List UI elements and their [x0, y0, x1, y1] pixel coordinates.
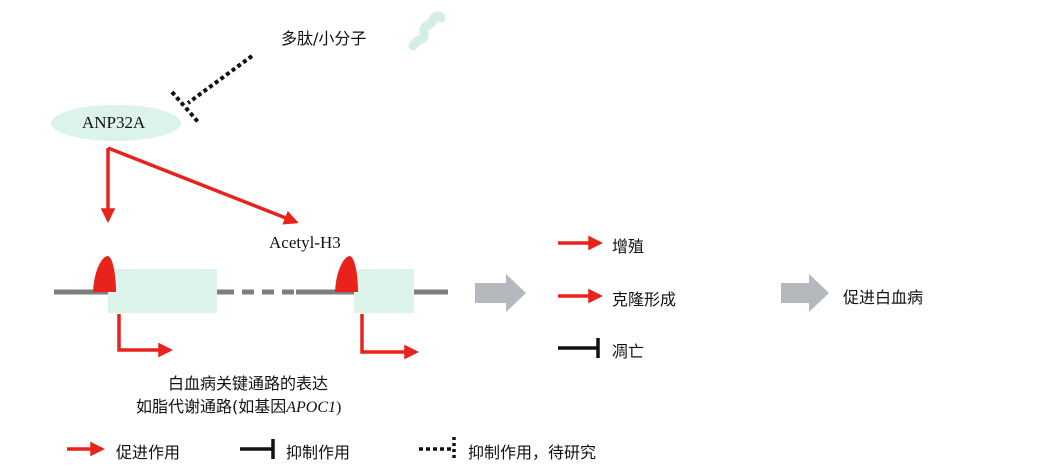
legend-inhibit-tbd-icon — [419, 437, 456, 461]
outcome-apoptosis: 凋亡 — [612, 342, 645, 361]
anp32a-node — [51, 105, 181, 141]
legend-inhibit-label: 抑制作用 — [286, 443, 351, 462]
outcome-colony-formation: 克隆形成 — [612, 290, 677, 309]
gene-box-1 — [108, 269, 217, 313]
peptide-molecule-icon — [408, 11, 446, 51]
expression-line-2-suffix: ) — [336, 399, 342, 416]
acetyl-mark-1 — [93, 256, 116, 292]
gray-arrow-to-leukemia — [781, 274, 829, 312]
legend-promote-label: 促进作用 — [116, 443, 181, 462]
acetyl-h3-label: Acetyl-H3 — [269, 233, 341, 252]
expression-line-1: 白血病关键通路的表达 — [168, 374, 329, 393]
gene-apoc1: APOC1 — [286, 399, 337, 416]
transcription-arrows — [117, 314, 419, 360]
inhibit-bar-apoptosis — [558, 338, 600, 358]
gray-arrow-to-outcomes — [475, 274, 526, 312]
expression-line-2: 如脂代谢通路(如基因APOC1) — [136, 393, 341, 417]
peptide-label: 多肽/小分子 — [281, 29, 367, 48]
legend-inhibit-icon — [240, 439, 275, 459]
gene-box-2 — [354, 269, 414, 313]
legend-inhibit-tbd-label: 抑制作用，待研究 — [468, 443, 597, 462]
dotted-inhibition-arrow — [170, 54, 254, 125]
outcome-proliferation: 增殖 — [612, 237, 645, 256]
expression-line-2-prefix: 如脂代谢通路(如基因 — [136, 397, 287, 416]
anp32a-activation-arrows — [100, 146, 299, 225]
acetyl-mark-2 — [335, 256, 358, 292]
anp32a-label: ANP32A — [82, 113, 146, 132]
outcome-promote-leukemia: 促进白血病 — [843, 288, 924, 307]
